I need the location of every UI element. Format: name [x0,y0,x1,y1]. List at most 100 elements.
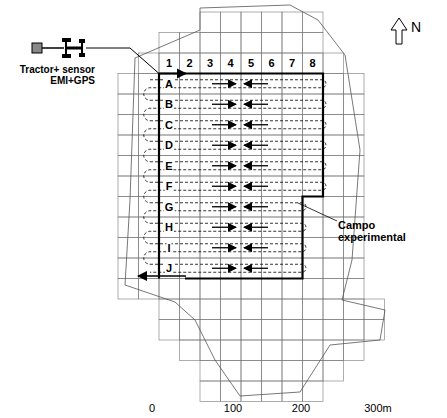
grid-cell [303,115,324,136]
north-arrow [391,18,407,44]
direction-arrow [244,206,268,207]
direction-arrow [212,165,236,166]
column-number: 6 [267,57,275,69]
grid-cell [262,340,283,361]
grid-cell [323,94,344,115]
tractor-paths [144,80,326,273]
row-letter: I [166,242,171,254]
grid-cell [241,53,262,74]
row-letter: C [164,119,174,131]
grid-cell [262,381,283,402]
grid-cell [180,197,201,218]
grid-cell [221,361,242,382]
start-arrow [160,73,186,75]
grid-cell [323,156,344,177]
grid-cell [303,94,324,115]
grid-cell [303,176,324,197]
grid-cell [118,258,139,279]
grid-cell [118,115,139,136]
grid-cell [303,279,324,300]
grid-cell [159,115,180,136]
grid-cell [180,238,201,259]
grid-cell [282,217,303,238]
row-letter: B [164,98,174,110]
grid-cell [139,197,160,218]
scale-value: 100 [224,402,242,414]
grid-cell [118,176,139,197]
direction-arrow [212,247,236,248]
grid-cell [241,361,262,382]
direction-arrow [244,227,268,228]
grid-cell [241,299,262,320]
grid-cell [159,33,180,54]
direction-arrow [212,186,236,187]
grid-cell [139,217,160,238]
scale-value: 0 [149,402,155,414]
grid-cell [282,176,303,197]
column-number: 1 [165,57,173,69]
direction-arrow [212,227,236,228]
direction-arrow [212,145,236,146]
grid-cell [159,299,180,320]
grid-cell [303,135,324,156]
grid-cell [323,258,344,279]
grid-cell [221,381,242,402]
grid-cell [221,33,242,54]
direction-arrow [244,145,268,146]
grid-cell [323,74,344,95]
grid-cell [303,381,324,402]
grid [118,12,385,402]
grid-cell [303,217,324,238]
grid-cell [282,53,303,74]
grid-cell [323,340,344,361]
grid-cell [282,361,303,382]
grid-cell [139,176,160,197]
column-number: 3 [206,57,214,69]
grid-cell [200,299,221,320]
grid-cell [118,197,139,218]
row-letter: A [164,78,174,90]
grid-cell [323,135,344,156]
grid-cell [303,238,324,259]
grid-cell [200,12,221,33]
column-number: 5 [247,57,255,69]
grid-cell [159,197,180,218]
grid-cell [323,299,344,320]
grid-cell [241,320,262,341]
grid-cell [282,279,303,300]
grid-cell [323,53,344,74]
direction-arrow [244,165,268,166]
grid-cell [282,238,303,259]
field-label: Campo experimental [338,219,416,243]
grid-cell [180,135,201,156]
grid-cell [303,320,324,341]
grid-cell [180,156,201,177]
grid-cell [241,12,262,33]
grid-cell [303,361,324,382]
grid-cell [221,12,242,33]
grid-cell [262,12,283,33]
grid-cell [118,156,139,177]
grid-cell [282,115,303,136]
grid-cell [159,238,180,259]
grid-cell [180,115,201,136]
grid-cell [344,176,365,197]
grid-cell [282,74,303,95]
grid-cell [139,115,160,136]
grid-cell [282,340,303,361]
grid-cell [303,74,324,95]
grid-cell [180,33,201,54]
grid-cell [159,135,180,156]
grid-cell [344,156,365,177]
grid-cell [139,238,160,259]
tractor-lead [86,48,159,74]
grid-cell [118,135,139,156]
direction-arrow [244,104,268,105]
row-letter: F [165,180,174,192]
end-arrow [138,275,186,277]
grid-cell [200,381,221,402]
grid-cell [221,320,242,341]
grid-cell [118,238,139,259]
grid-cell [159,217,180,238]
